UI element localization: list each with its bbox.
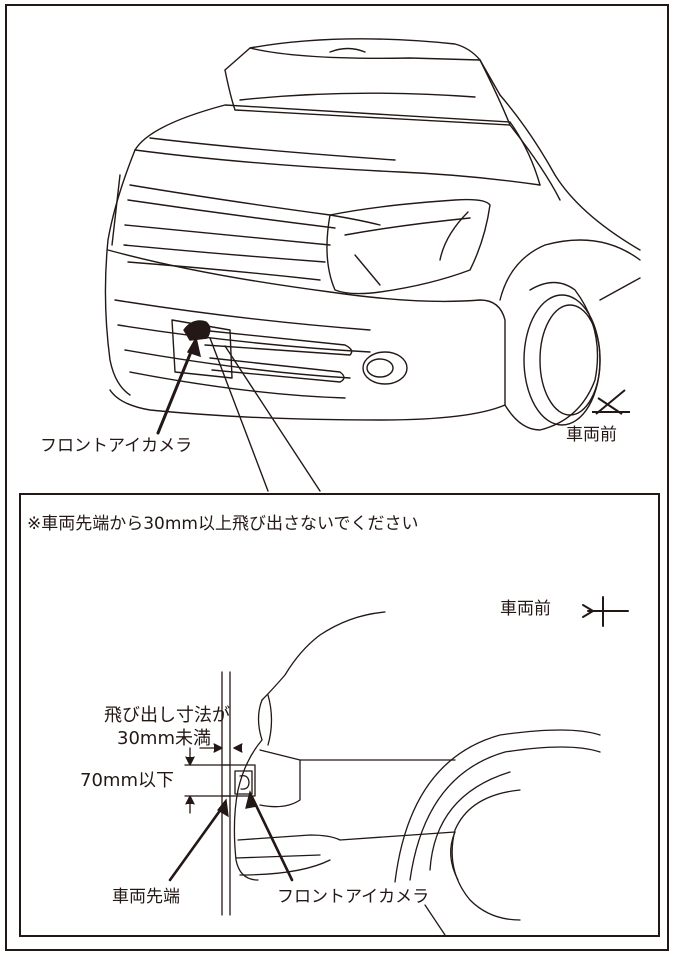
camera-label-bottom: フロントアイカメラ xyxy=(277,887,430,907)
camera-leader-arrow xyxy=(156,335,202,435)
height-label: 70mm以下 xyxy=(80,770,174,791)
camera-label-top: フロントアイカメラ xyxy=(40,436,193,456)
direction-arrow-icon xyxy=(592,389,630,415)
protrusion-label-line2: 30mm未満 xyxy=(117,728,211,749)
detail-inset xyxy=(19,493,660,937)
protrusion-label-line1: 飛び出し寸法が xyxy=(104,705,230,726)
car-front-illustration xyxy=(104,38,641,492)
direction-label-bottom: 車両前 xyxy=(500,599,551,619)
front-edge-label: 車両先端 xyxy=(112,887,180,907)
notice-text: ※車両先端から30mm以上飛び出さないでください xyxy=(27,514,419,534)
direction-label-top: 車両前 xyxy=(566,425,617,445)
figure-frame xyxy=(5,4,669,951)
